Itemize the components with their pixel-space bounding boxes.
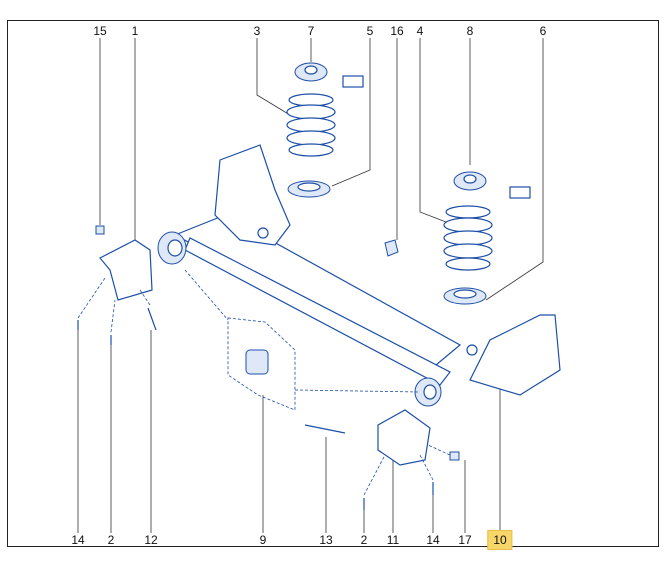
spring-upper-seat-8 (453, 171, 531, 199)
callout-label-8: 8 (466, 24, 474, 38)
spring-lower-seat-5 (287, 180, 331, 198)
callout-label-2b: 2 (360, 533, 368, 547)
callout-label-9: 9 (259, 533, 267, 547)
callout-label-10-highlighted[interactable]: 10 (487, 530, 513, 550)
bump-stop-16 (384, 239, 399, 257)
callout-label-7: 7 (307, 24, 315, 38)
axle-beam (157, 144, 561, 407)
callout-label-12: 12 (144, 533, 158, 547)
callout-label-11: 11 (386, 533, 400, 547)
bushing-9 (184, 269, 421, 411)
coil-spring-4 (443, 205, 493, 271)
callout-label-6: 6 (539, 24, 547, 38)
coil-spring-3 (286, 93, 336, 157)
mounting-bracket-1 (77, 225, 157, 345)
callout-label-4: 4 (416, 24, 424, 38)
callout-label-2: 2 (107, 533, 115, 547)
spring-upper-seat-7 (294, 62, 364, 88)
callout-label-1: 1 (131, 24, 139, 38)
callout-label-17: 17 (458, 533, 472, 547)
callout-label-15: 15 (93, 24, 107, 38)
callout-label-14b: 14 (426, 533, 440, 547)
leader-lines (77, 38, 544, 533)
callout-label-3: 3 (253, 24, 261, 38)
callout-label-5: 5 (366, 24, 374, 38)
mounting-bracket-11 (304, 409, 460, 510)
callout-label-16: 16 (390, 24, 404, 38)
callout-label-13: 13 (319, 533, 333, 547)
callout-label-14: 14 (71, 533, 85, 547)
diagram-frame (7, 20, 659, 547)
spring-lower-seat-6 (443, 287, 487, 305)
